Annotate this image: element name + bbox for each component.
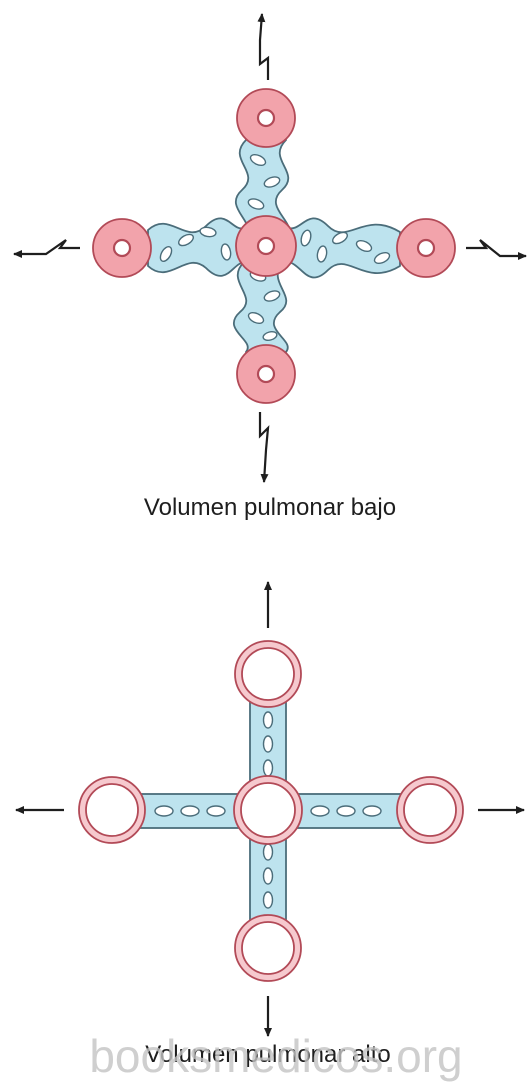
cell [264, 712, 273, 728]
low-volume-caption: Volumen pulmonar bajo [144, 494, 396, 521]
cell [337, 806, 355, 816]
cell [311, 806, 329, 816]
low-volume-diagram: Volumen pulmonar bajo [14, 14, 526, 521]
high-vessel-left [79, 777, 145, 843]
low-arrow-down-icon [260, 412, 268, 482]
high-vessel-bottom [235, 915, 301, 981]
high-vessels [79, 641, 463, 981]
cell [181, 806, 199, 816]
cell [264, 760, 273, 776]
cell [264, 844, 273, 860]
low-vessel-right [397, 219, 455, 277]
cell [264, 892, 273, 908]
low-vessel-left [93, 219, 151, 277]
high-volume-diagram: Volumen pulmonar alto [16, 582, 524, 1068]
low-band-right [288, 218, 400, 277]
cell [155, 806, 173, 816]
cell [264, 868, 273, 884]
low-vessel-top [237, 89, 295, 147]
low-arrow-left-icon [14, 240, 80, 254]
low-vessel-bottom [237, 345, 295, 403]
low-arrow-up-icon [260, 14, 268, 80]
high-vessel-top [235, 641, 301, 707]
low-vessel-center [236, 216, 296, 276]
cell [363, 806, 381, 816]
cell [207, 806, 225, 816]
watermark: booksmedicos.org [89, 1030, 462, 1082]
low-vessels [93, 89, 455, 403]
low-arrow-right-icon [466, 240, 526, 256]
cell [264, 736, 273, 752]
high-vessel-right [397, 777, 463, 843]
high-vessel-center [234, 776, 302, 844]
